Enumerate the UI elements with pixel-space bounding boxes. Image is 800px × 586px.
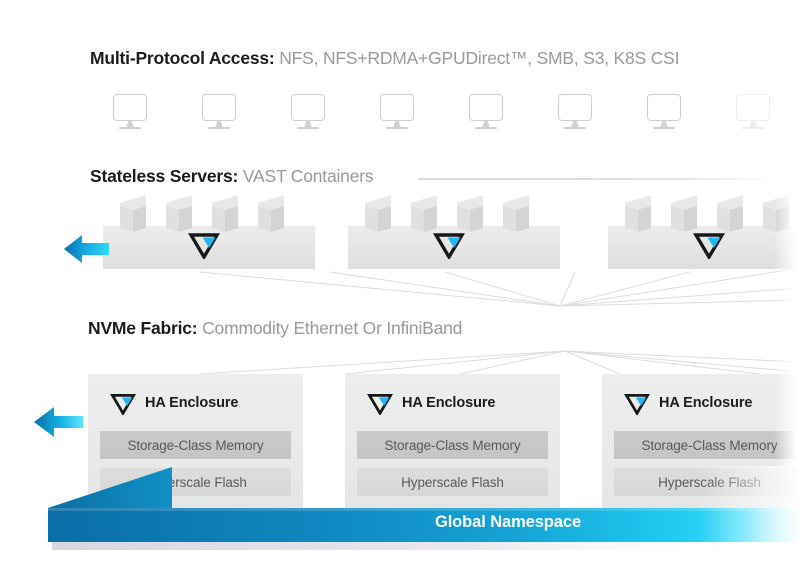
monitor-screen-icon	[469, 94, 503, 121]
vast-logo	[433, 233, 465, 259]
monitor-screen-icon	[736, 94, 770, 121]
container-cube	[669, 195, 699, 232]
banner-label: Global Namespace	[434, 513, 582, 531]
tier-storage-class-memory: Storage-Class Memory	[100, 431, 291, 459]
monitor-neck-icon	[660, 121, 668, 128]
protocol-heading: Multi-Protocol Access: NFS, NFS+RDMA+GPU…	[90, 48, 679, 69]
container-cube	[409, 195, 439, 232]
vast-logo	[693, 233, 725, 259]
tier-label: Storage-Class Memory	[641, 437, 778, 453]
tier-storage-class-memory: Storage-Class Memory	[614, 431, 800, 459]
client-monitor-5	[469, 94, 507, 134]
tier-label: Hyperscale Flash	[401, 474, 504, 490]
monitor-screen-icon	[558, 94, 592, 121]
enclosure-header: HA Enclosure	[88, 388, 303, 418]
container-cube	[210, 195, 240, 232]
monitor-base-icon	[564, 127, 586, 130]
monitor-neck-icon	[571, 121, 579, 128]
tier-hyperscale-flash: Hyperscale Flash	[357, 468, 548, 496]
fabric-value: Commodity Ethernet Or InfiniBand	[202, 318, 463, 338]
monitor-neck-icon	[304, 121, 312, 128]
servers-rule	[418, 178, 778, 180]
monitor-screen-icon	[202, 94, 236, 121]
ha-enclosure-2: HA Enclosure Storage-Class Memory Hypers…	[345, 374, 560, 509]
tier-storage-class-memory: Storage-Class Memory	[357, 431, 548, 459]
tier-label: Storage-Class Memory	[127, 437, 264, 453]
monitor-screen-icon	[291, 94, 325, 121]
monitor-neck-icon	[749, 121, 757, 128]
monitor-base-icon	[208, 127, 230, 130]
monitor-base-icon	[475, 127, 497, 130]
client-monitor-3	[291, 94, 329, 134]
vast-logo	[624, 393, 650, 415]
fabric-label: NVMe Fabric:	[88, 318, 203, 338]
monitor-base-icon	[386, 127, 408, 130]
enclosure-title: HA Enclosure	[402, 395, 496, 411]
monitor-neck-icon	[482, 121, 490, 128]
monitor-base-icon	[119, 127, 141, 130]
monitor-base-icon	[297, 127, 319, 130]
container-cube	[501, 195, 531, 232]
container-cube	[164, 195, 194, 232]
monitor-base-icon	[742, 127, 764, 130]
global-namespace-banner: Global Namespace	[0, 466, 800, 551]
container-cube	[715, 195, 745, 232]
tier-label: Storage-Class Memory	[384, 437, 521, 453]
monitor-neck-icon	[393, 121, 401, 128]
monitor-neck-icon	[126, 121, 134, 128]
container-cube	[623, 195, 653, 232]
arrow-to-servers	[64, 235, 109, 263]
container-cube	[118, 195, 148, 232]
monitor-screen-icon	[113, 94, 147, 121]
client-monitor-8	[736, 94, 774, 134]
ribbon-shape	[48, 466, 800, 551]
fabric-heading: NVMe Fabric: Commodity Ethernet Or Infin…	[88, 318, 462, 339]
container-cube	[363, 195, 393, 232]
server-group-2	[348, 195, 560, 270]
arrow-to-enclosures	[34, 407, 83, 437]
monitor-neck-icon	[215, 121, 223, 128]
container-cube	[256, 195, 286, 232]
monitor-screen-icon	[647, 94, 681, 121]
client-monitor-2	[202, 94, 240, 134]
enclosure-header: HA Enclosure	[602, 388, 800, 418]
protocol-label: Multi-Protocol Access:	[90, 48, 280, 68]
monitor-base-icon	[653, 127, 675, 130]
server-group-3	[608, 195, 800, 270]
server-group-1	[103, 195, 315, 270]
container-cube	[455, 195, 485, 232]
client-monitor-7	[647, 94, 685, 134]
client-monitor-1	[113, 94, 151, 134]
servers-value: VAST Containers	[242, 166, 374, 186]
vast-logo	[188, 233, 220, 259]
enclosure-title: HA Enclosure	[145, 395, 239, 411]
container-cube	[761, 195, 791, 232]
vast-logo	[367, 393, 393, 415]
client-monitor-6	[558, 94, 596, 134]
servers-heading: Stateless Servers: VAST Containers	[90, 166, 374, 187]
client-monitor-4	[380, 94, 418, 134]
enclosure-title: HA Enclosure	[659, 395, 753, 411]
vast-logo	[110, 393, 136, 415]
protocol-value: NFS, NFS+RDMA+GPUDirect™, SMB, S3, K8S C…	[279, 48, 680, 68]
servers-label: Stateless Servers:	[90, 166, 243, 186]
monitor-screen-icon	[380, 94, 414, 121]
enclosure-header: HA Enclosure	[345, 388, 560, 418]
